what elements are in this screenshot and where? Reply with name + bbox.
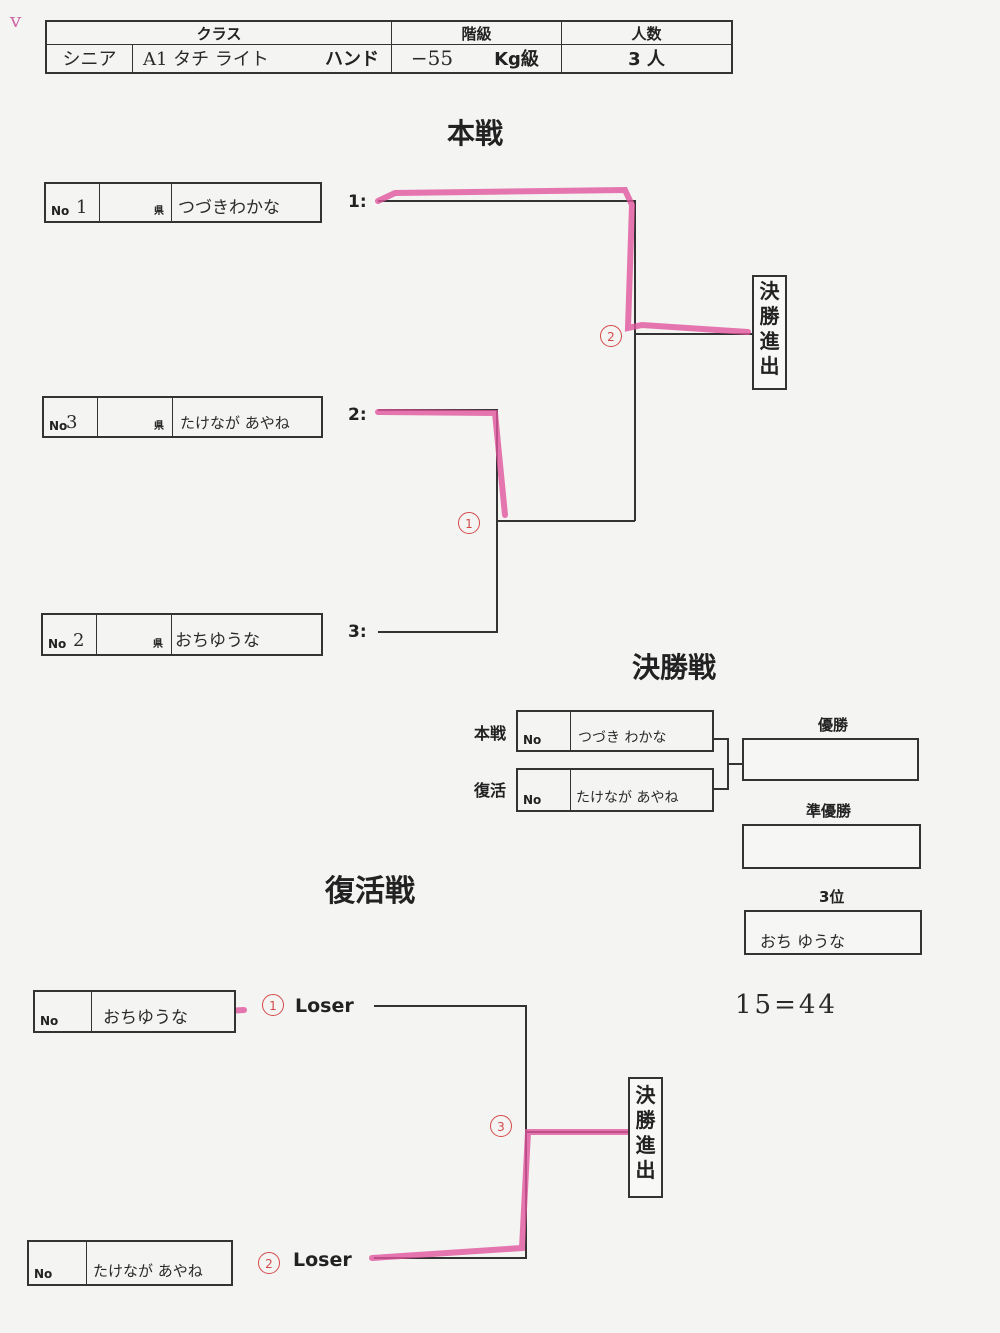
repechage-entry-1: No おちゆうな	[33, 990, 236, 1033]
winner-label: 優勝	[818, 716, 849, 734]
third-place-box: おち ゆうな	[744, 910, 922, 955]
entry-name: たけなが あやね	[180, 414, 290, 432]
prefecture-label: 県	[154, 421, 164, 432]
no-label: No	[34, 1267, 53, 1281]
final-rep-name: たけなが あやね	[576, 790, 679, 806]
loser-circle-1: 1	[262, 994, 284, 1016]
final-main-name: つづき わかな	[578, 730, 667, 746]
match-circle-3: 3	[490, 1115, 512, 1137]
slot-label-3: 3:	[348, 622, 367, 642]
class-value-senior: シニア	[47, 44, 133, 72]
main-bracket-title: 本戦	[447, 117, 504, 150]
loser-label-1: Loser	[295, 995, 354, 1017]
runner-up-box	[742, 824, 921, 869]
no-label: No	[523, 793, 542, 807]
entry-box-2: No 3 県 たけなが あやね	[42, 396, 323, 438]
count-value: 3 人	[628, 49, 665, 70]
loser-label-2: Loser	[293, 1249, 352, 1271]
no-label: No	[51, 204, 70, 218]
entry-number: 2	[73, 630, 85, 651]
advance-box-main: 決勝進出	[752, 275, 787, 390]
third-place-label: 3位	[819, 888, 845, 906]
match-circle-1: 1	[458, 512, 480, 534]
handwritten-note: 15=44	[735, 990, 838, 1020]
final-main-box: No つづき わかな	[516, 710, 714, 752]
no-label: No	[523, 733, 542, 747]
slot-label-2: 2:	[348, 405, 367, 425]
entry-box-3: No 2 県 おちゆうな	[41, 613, 323, 656]
class-value-category: A1 タチ ライト	[143, 49, 269, 70]
no-label: No	[49, 419, 68, 433]
winner-box	[742, 738, 919, 781]
count-label: 人数	[631, 24, 662, 43]
repechage-name-2: たけなが あやね	[93, 1262, 203, 1280]
final-main-label: 本戦	[474, 724, 507, 743]
no-label: No	[40, 1014, 59, 1028]
advance-box-repechage: 決勝進出	[628, 1077, 663, 1198]
match-circle-2: 2	[600, 325, 622, 347]
repechage-name-1: おちゆうな	[103, 1008, 188, 1028]
no-label: No	[48, 637, 67, 651]
loser-circle-2: 2	[258, 1252, 280, 1274]
class-label: クラス	[47, 22, 392, 44]
entry-box-1: No 1 県 つづきわかな	[44, 182, 322, 223]
entry-name: つづきわかな	[178, 198, 280, 218]
check-mark: v	[10, 8, 22, 32]
entry-number: 3	[66, 412, 78, 433]
grade-value: −55	[410, 46, 454, 70]
third-place-name: おち ゆうな	[760, 932, 846, 951]
prefecture-label: 県	[153, 639, 163, 650]
class-header-table: クラス 階級 人数 シニア A1 タチ ライト ハンド −55 Kg級 3 人	[45, 20, 733, 74]
repechage-entry-2: No たけなが あやね	[27, 1240, 233, 1286]
slot-label-1: 1:	[348, 192, 367, 212]
grade-label: 階級	[392, 22, 562, 44]
final-rep-box: No たけなが あやね	[516, 768, 714, 812]
grade-unit: Kg級	[472, 44, 562, 72]
repechage-title: 復活戦	[325, 874, 415, 909]
class-value-hand: ハンド	[313, 44, 392, 72]
prefecture-label: 県	[154, 206, 164, 217]
final-rep-label: 復活	[474, 781, 507, 800]
runner-up-label: 準優勝	[806, 802, 852, 820]
header-row: クラス 階級 人数	[47, 22, 731, 45]
entry-number: 1	[76, 197, 88, 218]
entry-name: おちゆうな	[175, 631, 260, 651]
final-title: 決勝戦	[632, 651, 717, 684]
